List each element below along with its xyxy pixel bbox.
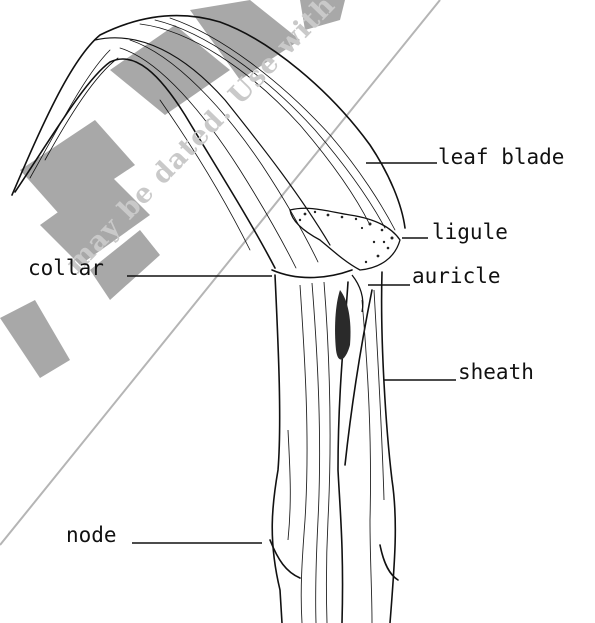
label-leaf-blade: leaf blade [438,145,564,169]
collar-band [272,270,352,278]
auricle-curl [352,275,363,312]
label-collar: collar [28,256,104,280]
leader-lines [127,163,456,543]
auricle-drawing [335,275,363,359]
watermark-letter-a [0,300,70,378]
auricle-shape [335,290,350,359]
label-ligule: ligule [432,220,508,244]
label-auricle: auricle [412,264,501,288]
label-node: node [66,523,117,547]
vein [312,283,320,623]
stem-left-edge [272,275,282,623]
vein [324,282,330,623]
vein [288,430,290,540]
label-sheath: sheath [458,360,534,384]
vein [300,285,307,623]
vein [362,300,372,623]
